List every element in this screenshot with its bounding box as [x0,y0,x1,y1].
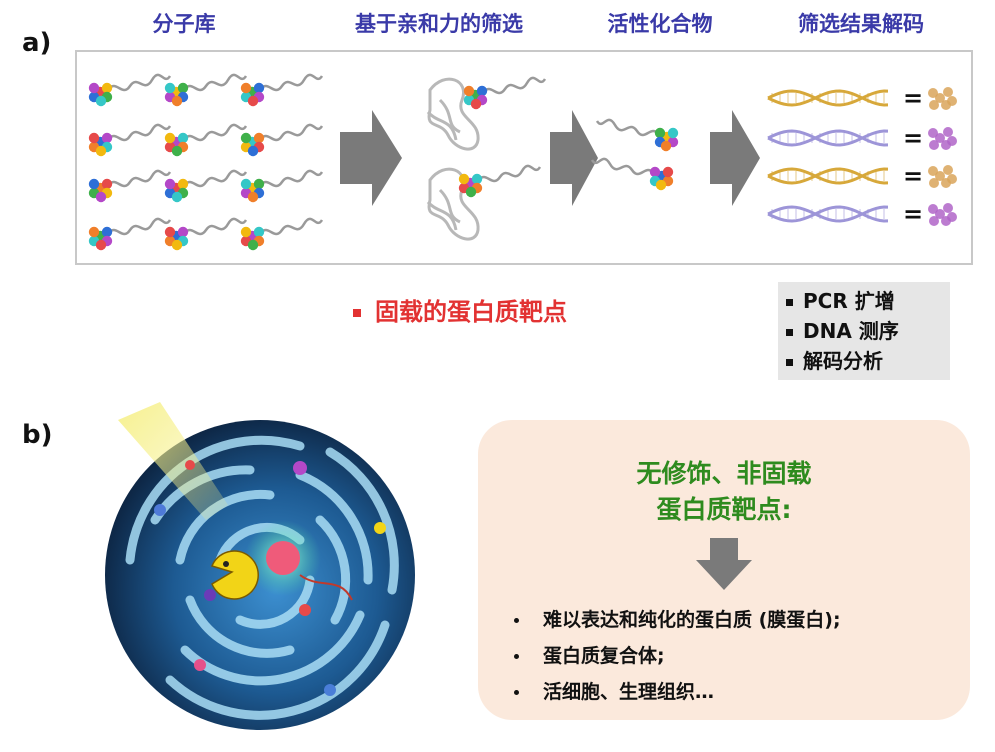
library-molecules [88,73,324,251]
down-arrow-icon [696,538,752,590]
bullet-icon [514,618,519,623]
arrow-icon [550,110,598,206]
arrow-icon [710,110,760,206]
maze-molecules [154,460,386,696]
bullet-icon [514,690,519,695]
bullet-icon [514,654,519,659]
panel-b-label: b) [22,420,53,450]
molecule-icon [88,123,172,157]
maze-walls [125,435,399,720]
workflow-illustration: = = = = [88,73,957,251]
decode-step-label: DNA 测序 [803,319,899,343]
protein-target-dot [266,541,300,575]
decoded-molecule-icon [928,203,957,226]
pacman-icon [210,550,259,600]
flow-arrows [340,110,760,206]
step-title-library: 分子库 [152,12,216,36]
bullet-icon [786,299,793,306]
molecule-icon [458,164,542,198]
immobilized-target-label: 固载的蛋白质靶点 [375,298,567,326]
list-item: 蛋白质复合体; [514,638,841,674]
equals-sign: = [903,84,923,112]
list-item-text: 难以表达和纯化的蛋白质 (膜蛋白); [543,609,841,631]
list-item: 活细胞、生理组织… [514,674,841,710]
molecule-icon [240,73,324,107]
decoded-molecule-icon [928,87,957,110]
dna-helix-icon [767,205,889,223]
target-title-line2: 蛋白质靶点: [656,495,792,524]
list-item: 难以表达和纯化的蛋白质 (膜蛋白); [514,602,841,638]
molecule-icon [164,169,248,203]
step-title-decoding: 筛选结果解码 [798,12,924,36]
equals-sign: = [903,162,923,190]
molecule-icon [240,123,324,157]
target-glow [245,520,321,596]
molecule-icon [463,76,547,110]
decode-steps-box: PCR 扩增 DNA 测序 解码分析 [778,282,950,380]
list-item-text: 蛋白质复合体; [543,645,665,667]
dna-helix-icon [767,89,889,107]
pacman-eye [223,561,229,567]
decode-step-label: PCR 扩增 [803,289,895,313]
molecule-icon [88,217,172,251]
list-item-text: 活细胞、生理组织… [543,681,715,703]
arrow-icon [340,110,402,206]
molecule-icon [164,123,248,157]
decode-step-sequencing: DNA 测序 [786,316,942,346]
molecule-icon [240,169,324,203]
step-title-active-compounds: 活性化合物 [607,12,713,36]
molecule-icon [88,73,172,107]
decoded-molecule-icon [928,127,957,150]
decoded-molecule-icon [928,165,957,188]
molecule-icon [88,169,172,203]
red-square-icon [353,309,361,317]
target-box-title: 无修饰、非固载 蛋白质靶点: [478,456,970,528]
target-title-line1: 无修饰、非固载 [636,459,812,488]
bullet-icon [786,329,793,336]
molecule-icon [595,118,679,152]
molecule-icon [164,217,248,251]
non-immobilized-target-box: 无修饰、非固载 蛋白质靶点: 难以表达和纯化的蛋白质 (膜蛋白); 蛋白质复合体… [478,420,970,720]
molecule-icon [590,157,674,191]
immobilized-target-note: 固载的蛋白质靶点 [353,292,567,327]
bullet-icon [786,359,793,366]
dna-helix-icon [767,129,889,147]
protein-target-icon [426,77,480,151]
maze-disc [105,420,415,730]
equals-sign: = [903,124,923,152]
equals-sign: = [903,200,923,228]
maze-path-line [299,574,353,601]
step-title-affinity-screening: 基于亲和力的筛选 [355,12,523,36]
dna-helix-icon [767,167,889,185]
decode-step-label: 解码分析 [803,349,883,373]
panel-a-label: a) [22,28,52,58]
target-types-list: 难以表达和纯化的蛋白质 (膜蛋白); 蛋白质复合体; 活细胞、生理组织… [514,602,841,710]
decode-step-pcr: PCR 扩增 [786,286,942,316]
molecule-icon [164,73,248,107]
decode-step-analysis: 解码分析 [786,346,942,376]
molecule-icon [240,217,324,251]
